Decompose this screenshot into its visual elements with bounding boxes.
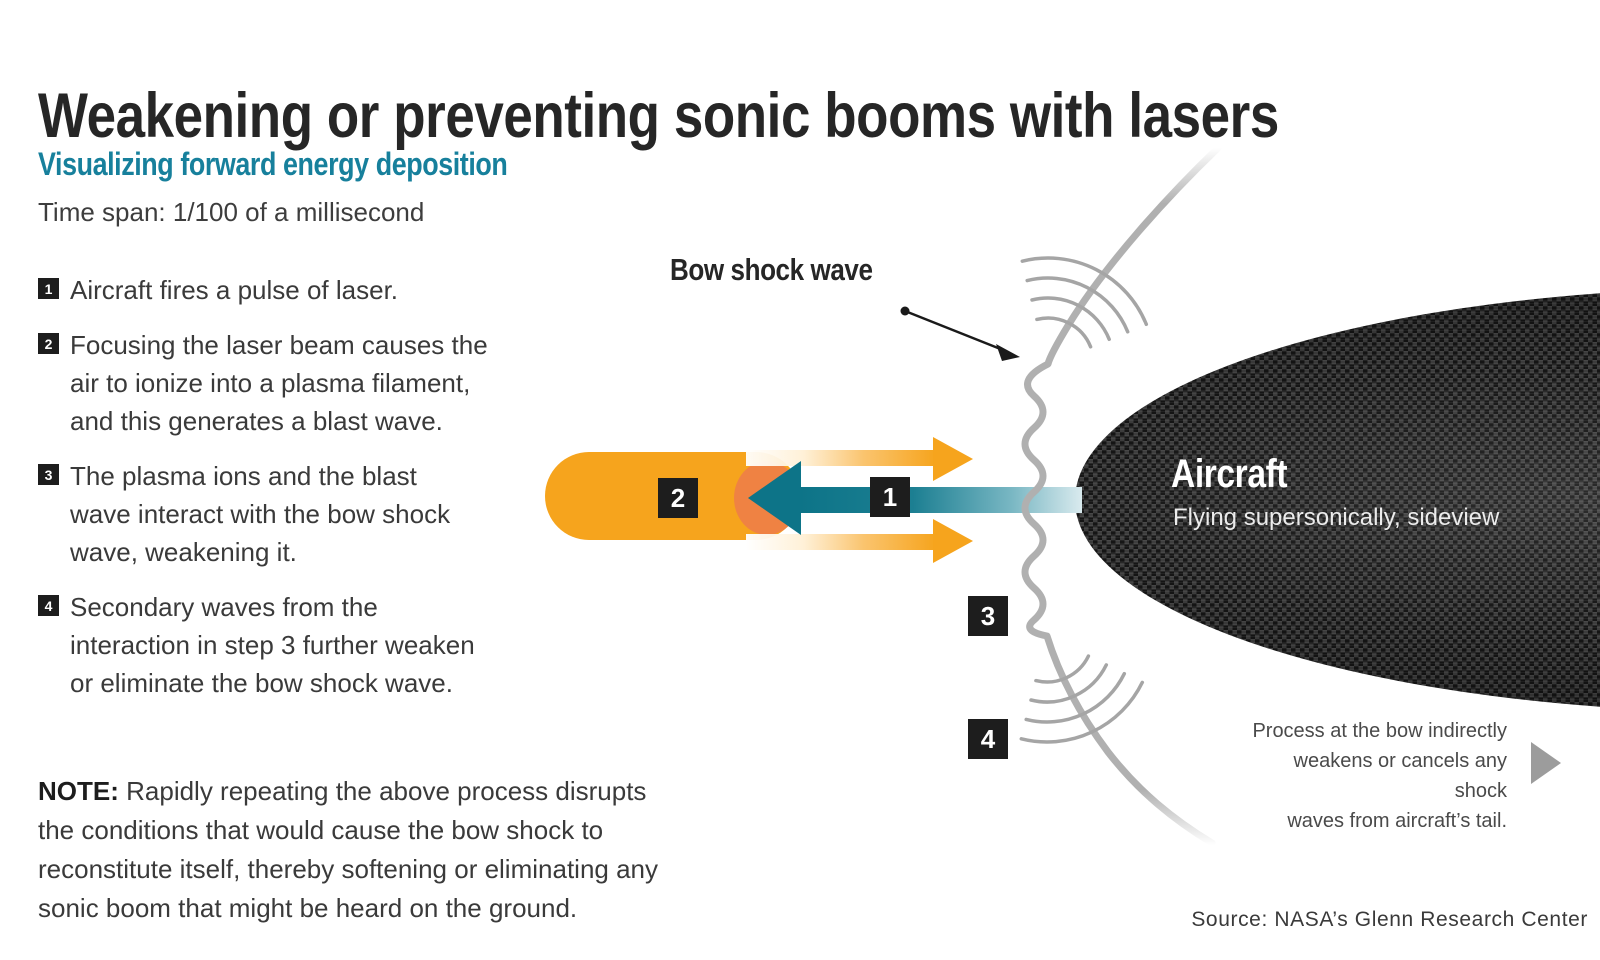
plasma-filament	[734, 461, 800, 535]
note-label: NOTE:	[38, 776, 119, 806]
note-text: Rapidly repeating the above process disr…	[38, 776, 659, 923]
upper-ripple-waves-icon	[1020, 256, 1149, 349]
step-item-2: 2 Focusing the laser beam causes the air…	[38, 326, 558, 440]
bow-shock-pointer-arrow-icon	[900, 306, 1020, 361]
diagram-marker-4: 4	[968, 719, 1008, 759]
blast-arrow-top-icon	[746, 437, 973, 481]
step-item-3: 3 The plasma ions and the blast wave int…	[38, 457, 558, 571]
step-text-1: Aircraft fires a pulse of laser.	[70, 275, 399, 305]
section-subtitle: Visualizing forward energy deposition	[38, 146, 597, 183]
tail-process-note: Process at the bow indirectly weakens or…	[1252, 720, 1507, 832]
step-text-4: Secondary waves from the interaction in …	[70, 592, 475, 698]
aircraft-title-text: Aircraft	[1171, 452, 1288, 496]
blast-arrow-bottom-icon	[746, 519, 973, 563]
step-item-1: 1 Aircraft fires a pulse of laser.	[38, 271, 558, 309]
source-credit: Source: NASA’s Glenn Research Center	[1191, 908, 1588, 931]
note-paragraph: NOTE: Rapidly repeating the above proces…	[38, 772, 838, 928]
steps-list: 1 Aircraft fires a pulse of laser. 2 Foc…	[38, 271, 558, 719]
step-marker-2: 2	[38, 333, 59, 354]
tail-process-arrow-icon	[1531, 742, 1561, 784]
page-title: Weakening or preventing sonic booms with…	[38, 80, 1515, 152]
diagram-marker-2: 2	[658, 478, 698, 518]
lower-ripple-waves-icon	[1019, 654, 1145, 744]
diagram-marker-1: 1	[870, 477, 910, 517]
step-text-2: Focusing the laser beam causes the air t…	[70, 330, 488, 436]
aircraft-title: Aircraft	[1171, 452, 1309, 497]
step-marker-1: 1	[38, 278, 59, 299]
bow-shock-label: Bow shock wave	[670, 252, 911, 288]
step-marker-4: 4	[38, 595, 59, 616]
page-title-text: Weakening or preventing sonic booms with…	[38, 81, 1279, 152]
diagram-marker-3: 3	[968, 596, 1008, 636]
aircraft-subtitle: Flying supersonically, sideview	[1173, 504, 1500, 531]
section-subtitle-text: Visualizing forward energy deposition	[38, 146, 508, 182]
bow-shock-label-text: Bow shock wave	[670, 252, 873, 287]
step-marker-3: 3	[38, 464, 59, 485]
laser-pulse-arrow-icon	[748, 461, 1082, 535]
timespan-caption: Time span: 1/100 of a millisecond	[38, 197, 425, 227]
aircraft-nose: Aircraft Flying supersonically, sideview	[1075, 288, 1600, 712]
step-text-3: The plasma ions and the blast wave inter…	[70, 461, 451, 567]
step-item-4: 4 Secondary waves from the interaction i…	[38, 588, 558, 702]
